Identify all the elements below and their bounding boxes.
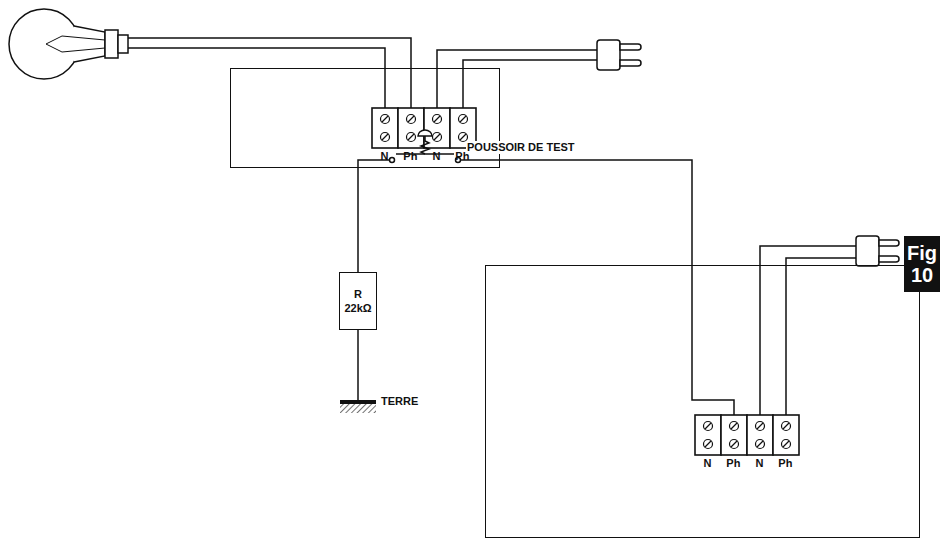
terminal-label: Ph <box>403 150 417 163</box>
terminal-label: N <box>432 150 440 163</box>
component-name: R <box>354 287 362 301</box>
housing-box: N Ph N Ph <box>485 265 920 538</box>
wire <box>358 160 692 272</box>
terminal-label: N <box>380 150 388 163</box>
terminal-label: N <box>703 457 711 470</box>
resistor-box: R22kΩ <box>339 272 377 330</box>
terminal-label: N <box>755 457 763 470</box>
button-label: POUSSOIR DE TEST <box>466 141 576 154</box>
plug <box>597 40 899 266</box>
component-value: 22kΩ <box>344 301 371 315</box>
housing-box: NPhNPh <box>230 68 500 168</box>
wires <box>128 38 856 415</box>
figure-tab: Fig 10 <box>904 236 940 292</box>
push-button <box>390 130 461 163</box>
ground-symbol <box>340 400 376 413</box>
lamp <box>9 9 128 79</box>
ground-label: TERRE <box>380 395 419 408</box>
terminal-label: Ph <box>726 457 740 470</box>
figure-number: Fig 10 <box>907 242 937 286</box>
terminal-label: Ph <box>778 457 792 470</box>
